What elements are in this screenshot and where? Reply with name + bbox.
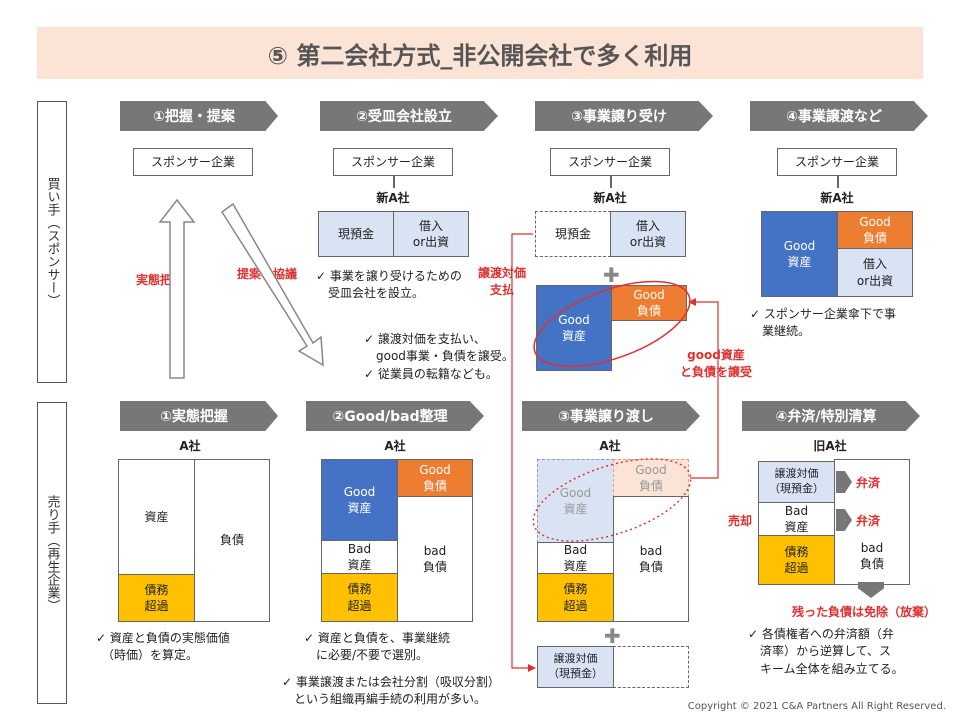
note-step4: ✓ スポンサー企業傘下で事 業継続。 <box>750 307 896 339</box>
bad-asset-cell: Bad 資産 <box>321 540 398 574</box>
connector <box>837 176 839 188</box>
buyer-side-label: 買い手（スポンサー） <box>37 101 67 383</box>
asset-cell: 資産 <box>118 459 195 575</box>
transfer-arrowhead <box>688 298 696 306</box>
cash-cell-dashed: 現預金 <box>535 211 611 257</box>
plus-icon: ✚ <box>604 624 621 648</box>
good-asset-faded-cell: Good 資産 <box>537 459 614 543</box>
good-liability-cell: Good 負債 <box>397 459 473 497</box>
note-seller-2: ✓ 資産と負債を、事業継続 に必要/不要で選別。 <box>304 631 450 663</box>
old-company-label: 旧A社 <box>813 439 847 453</box>
empty-dashed-cell <box>613 646 689 688</box>
buyer-step-1: ①把握・提案 <box>120 101 278 131</box>
good-liability-cell: Good 負債 <box>837 211 913 249</box>
seller-good-ellipse <box>532 458 692 542</box>
buyer-step-3: ③事業譲り受け <box>535 101 713 131</box>
good-asset-cell: Good 資産 <box>761 211 838 297</box>
new-company-label: 新A社 <box>376 191 410 205</box>
note-step3: ✓ 譲渡対価を支払い、 good事業・負債を譲受。 ✓ 従業員の転籍なども。 <box>364 332 514 381</box>
note-seller-3: ✓ 事業譲渡または会社分割（吸収分割） という組織再編手続の利用が多い。 <box>282 675 500 707</box>
sponsor-box-1: スポンサー企業 <box>133 148 253 176</box>
debt-excess-cell: 債務 超過 <box>118 574 195 622</box>
company-a-label: A社 <box>599 439 621 453</box>
good-liability-faded-cell: Good 負債 <box>613 459 689 497</box>
seller-step-4: ④弁済/特別清算 <box>742 401 920 431</box>
borrowing-cell: 借入 or出資 <box>837 248 913 297</box>
payment-arrowhead <box>528 664 536 672</box>
buyer-step-4: ④事業譲渡など <box>750 101 928 131</box>
sponsor-box-2: スポンサー企業 <box>333 148 453 176</box>
transfer-consideration-cell: 譲渡対価 （現預金） <box>758 461 835 503</box>
borrowing-cell: 借入 or出資 <box>393 211 469 257</box>
arrow-icon <box>836 509 852 531</box>
cash-cell: 現預金 <box>318 211 394 257</box>
payment-arrow <box>511 233 533 669</box>
new-company-label: 新A社 <box>820 191 854 205</box>
note-seller-1: ✓ 資産と負債の実態価値 （時価）を算定。 <box>96 631 230 663</box>
transfer-label: good資産 と負債を譲受 <box>680 348 753 379</box>
up-hollow-arrow <box>158 198 196 379</box>
good-liability-cell: Good 負債 <box>611 285 687 321</box>
copyright-text: Copyright © 2021 C&A Partners All Right … <box>687 701 946 712</box>
repayment-label: 弁済 <box>856 476 881 490</box>
plus-icon: ✚ <box>603 263 620 287</box>
diagonal-hollow-arrow <box>220 202 324 367</box>
sponsor-box-3: スポンサー企業 <box>550 148 670 176</box>
remaining-debt-label: 残った負債は免除（放棄） <box>792 605 937 619</box>
seller-step-3: ③事業譲り渡し <box>522 401 700 431</box>
payment-label: 譲渡対価 支払 <box>478 266 527 297</box>
debt-excess-cell: 債務 超過 <box>758 535 835 585</box>
note-seller-4: ✓ 各債権者への弁済額（弁 済率）から逆算して、ス キーム全体を組み立てる。 <box>748 627 904 676</box>
transfer-arrow <box>690 301 719 479</box>
company-a-label: A社 <box>384 439 406 453</box>
page-title: ⑤ 第二会社方式_非公開会社で多く利用 <box>37 27 923 79</box>
seller-side-label: 売り手（再生企業） <box>37 402 67 704</box>
buyer-step-2: ②受皿会社設立 <box>320 101 498 131</box>
bad-liability-label: bad 負債 <box>859 540 884 571</box>
sale-label: 売却 <box>728 514 753 528</box>
repayment-label: 弁済 <box>856 514 881 528</box>
bad-liability-cell: bad 負債 <box>613 496 689 622</box>
arrow-icon <box>836 471 852 493</box>
liability-cell: 負債 <box>194 459 270 622</box>
connector <box>393 176 395 188</box>
note-step2: ✓ 事業を譲り受けるための 受皿会社を設立。 <box>316 269 462 301</box>
transfer-consideration-cell: 譲渡対価 （現預金） <box>537 646 614 688</box>
connector <box>610 176 612 188</box>
seller-step-1: ①実態把握 <box>120 401 278 431</box>
bad-asset-cell: Bad 資産 <box>758 502 835 536</box>
new-company-label: 新A社 <box>593 191 627 205</box>
seller-step-2: ②Good/bad整理 <box>306 401 484 431</box>
bad-liability-cell: bad 負債 <box>397 496 473 622</box>
company-a-label: A社 <box>179 439 201 453</box>
sponsor-box-4: スポンサー企業 <box>777 148 897 176</box>
borrowing-cell: 借入 or出資 <box>610 211 686 257</box>
good-asset-cell: Good 資産 <box>536 285 612 371</box>
buyer-good-ellipse <box>533 280 691 368</box>
